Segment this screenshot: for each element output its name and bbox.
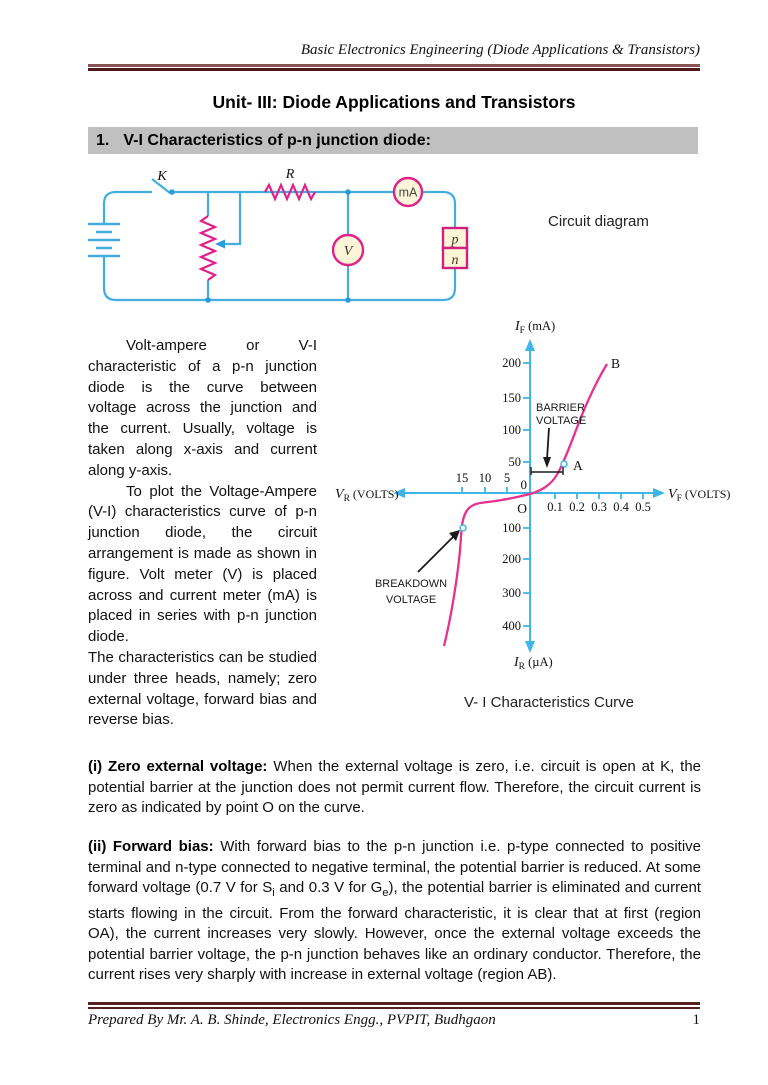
origin-label: O	[517, 501, 527, 516]
p-label: p	[451, 233, 459, 248]
switch-icon	[151, 178, 175, 195]
junction-dot	[345, 189, 351, 195]
footer-rule	[88, 1002, 700, 1009]
section-number: 1.	[96, 131, 110, 149]
potentiometer-icon	[198, 215, 218, 281]
footer-text: Prepared By Mr. A. B. Shinde, Electronic…	[88, 1012, 496, 1028]
ammeter-label: mA	[399, 186, 418, 200]
svg-text:BREAKDOWN: BREAKDOWN	[375, 578, 447, 590]
svg-text:VOLTAGE: VOLTAGE	[536, 415, 586, 427]
page-footer: Prepared By Mr. A. B. Shinde, Electronic…	[88, 1012, 700, 1029]
breakdown-voltage-annotation: BREAKDOWN VOLTAGE	[375, 530, 460, 606]
svg-text:100: 100	[502, 521, 521, 535]
wiper-arrow-icon	[215, 239, 225, 249]
circuit-wires	[102, 190, 457, 302]
axes	[400, 350, 658, 642]
svg-text:0.3: 0.3	[591, 500, 607, 514]
origin-zero-label: 0	[521, 477, 528, 492]
svg-text:15: 15	[456, 471, 469, 485]
graph-caption: V- I Characteristics Curve	[463, 694, 635, 711]
section-heading: V-I Characteristics of p-n junction diod…	[123, 131, 431, 149]
paragraph: The characteristics can be studied under…	[88, 648, 317, 729]
vi-curve-figure: IF (mA) IR (µA) VR (VOLTS) VF (VOLTS) 20…	[335, 319, 730, 672]
battery-icon	[88, 222, 120, 258]
resistor-icon	[264, 182, 316, 202]
voltmeter-label: V	[344, 244, 354, 259]
voltmeter-icon	[331, 233, 365, 267]
section-heading-bar: 1. V-I Characteristics of p-n junction d…	[88, 127, 698, 154]
page-number: 1	[692, 1012, 701, 1028]
svg-text:100: 100	[502, 423, 521, 437]
axis-arrowheads	[393, 339, 665, 653]
paragraph-zero-external-voltage: (i) Zero external voltage: When the exte…	[88, 758, 701, 816]
svg-text:0.2: 0.2	[569, 500, 585, 514]
x-tick-labels: 0.1 0.2 0.3 0.4 0.5 15 10 5	[456, 471, 651, 514]
svg-text:10: 10	[479, 471, 492, 485]
point-b-label: B	[611, 356, 620, 371]
paragraph-label: (i) Zero external voltage:	[88, 758, 268, 775]
point-a-marker	[560, 460, 568, 468]
diode-n-region	[441, 246, 469, 270]
body-column: Volt-ampere or V-I characteristic of a p…	[88, 336, 317, 731]
svg-text:200: 200	[502, 552, 521, 566]
svg-text:0.1: 0.1	[547, 500, 563, 514]
tick-marks	[461, 362, 644, 627]
svg-text:VOLTAGE: VOLTAGE	[386, 594, 436, 606]
svg-text:400: 400	[502, 619, 521, 633]
switch-label: K	[156, 169, 167, 184]
svg-text:5: 5	[504, 471, 510, 485]
n-label: n	[452, 253, 459, 268]
paragraph: To plot the Voltage-Ampere (V-I) charact…	[88, 482, 317, 646]
page-title: Unit- III: Diode Applications and Transi…	[212, 92, 576, 112]
paragraph: Volt-ampere or V-I characteristic of a p…	[88, 337, 317, 479]
breakdown-point-marker	[459, 524, 467, 532]
y-negative-axis-title: IR (µA)	[513, 655, 553, 672]
circuit-diagram-figure: K R mA V p n	[88, 168, 469, 303]
y-positive-axis-title: IF (mA)	[514, 319, 555, 336]
header-rule	[88, 64, 700, 71]
forward-curve	[529, 363, 608, 496]
x-positive-axis-title: VF (VOLTS)	[668, 487, 730, 504]
reverse-curve	[442, 492, 531, 647]
page-header: Basic Electronics Engineering (Diode App…	[300, 42, 700, 58]
ammeter-icon	[392, 176, 424, 208]
junction-dot	[345, 297, 351, 303]
svg-text:50: 50	[509, 455, 522, 469]
paragraph-label: (ii) Forward bias:	[88, 838, 214, 855]
svg-text:300: 300	[502, 586, 521, 600]
circuit-caption: Circuit diagram	[548, 213, 649, 230]
svg-text:BARRIER: BARRIER	[536, 402, 585, 414]
junction-dot	[205, 297, 211, 303]
y-tick-labels: 200 150 100 50 100 200 300 400	[502, 356, 521, 633]
barrier-voltage-annotation: BARRIER VOLTAGE	[530, 402, 586, 475]
paragraph-forward-bias: (ii) Forward bias: With forward bias to …	[88, 838, 701, 983]
svg-text:0.4: 0.4	[613, 500, 629, 514]
x-negative-axis-title: VR (VOLTS)	[335, 487, 398, 504]
point-a-label: A	[573, 458, 583, 473]
svg-text:0.5: 0.5	[635, 500, 651, 514]
svg-text:150: 150	[502, 391, 521, 405]
resistor-label: R	[285, 168, 295, 182]
svg-text:200: 200	[502, 356, 521, 370]
